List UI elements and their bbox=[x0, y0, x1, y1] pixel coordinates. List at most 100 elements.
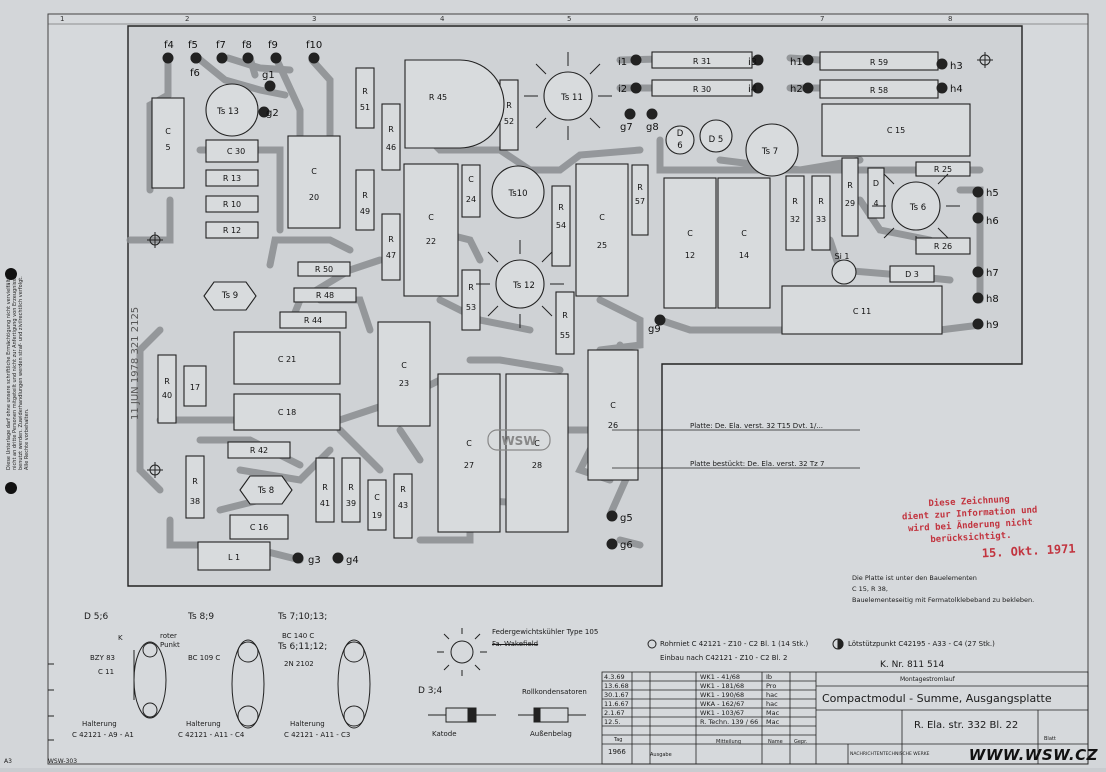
svg-text:51: 51 bbox=[360, 103, 370, 112]
drawing-number: R. Ela. str. 332 Bl. 22 bbox=[914, 720, 1019, 731]
connector-pad bbox=[752, 54, 764, 66]
svg-text:R 25: R 25 bbox=[934, 165, 952, 174]
connector-label: f6 bbox=[190, 68, 200, 79]
svg-text:R 42: R 42 bbox=[250, 446, 268, 455]
col-name: Name bbox=[768, 739, 783, 745]
col-tag: Tag bbox=[614, 737, 623, 743]
title-block-grid bbox=[601, 671, 1089, 765]
svg-text:Si 1: Si 1 bbox=[835, 252, 850, 261]
legend-aussenbelag: Außenbelag bbox=[530, 730, 572, 738]
legend-drawings bbox=[48, 628, 844, 741]
platte-line: Platte: De. Ela. verst. 32 T15 Dvt. 1/..… bbox=[690, 422, 824, 430]
svg-text:41: 41 bbox=[320, 499, 330, 508]
connector-pad bbox=[606, 538, 618, 550]
svg-text:19: 19 bbox=[372, 511, 382, 520]
svg-text:27: 27 bbox=[464, 461, 474, 470]
transistor-outlines bbox=[203, 71, 941, 505]
connector-pad bbox=[264, 80, 276, 92]
connector-pad bbox=[972, 318, 984, 330]
svg-text:R 31: R 31 bbox=[693, 57, 711, 66]
svg-text:Ts 13: Ts 13 bbox=[216, 107, 239, 117]
svg-text:25: 25 bbox=[597, 241, 607, 250]
connector-pad bbox=[292, 552, 304, 564]
column-number: 2 bbox=[185, 15, 189, 23]
svg-text:R: R bbox=[847, 181, 853, 190]
svg-text:C: C bbox=[401, 361, 407, 370]
connector-label: g4 bbox=[346, 555, 359, 566]
revision-by: Mac bbox=[766, 709, 780, 717]
wsw-watermark: WSW bbox=[501, 434, 536, 448]
legend-ts89-type: BC 109 C bbox=[188, 654, 221, 662]
svg-text:R 58: R 58 bbox=[870, 86, 888, 95]
connector-label: h2 bbox=[790, 84, 803, 95]
svg-text:R: R bbox=[400, 485, 406, 494]
svg-text:28: 28 bbox=[532, 461, 542, 470]
legend-d56-note2: Punkt bbox=[160, 641, 180, 649]
column-number: 6 bbox=[694, 15, 699, 23]
svg-text:D 5: D 5 bbox=[709, 135, 724, 145]
legend-rollkondensatoren: Rollkondensatoren bbox=[522, 688, 587, 696]
connector-pad bbox=[646, 108, 658, 120]
blatt-label: Blatt bbox=[1044, 736, 1056, 742]
column-number: 5 bbox=[567, 15, 571, 23]
form-code: WSW-303 bbox=[48, 758, 78, 765]
column-number: 8 bbox=[948, 15, 952, 23]
revision-text: R. Techn. 139 / 66 bbox=[700, 718, 759, 726]
connector-label: h4 bbox=[950, 84, 963, 95]
connector-pad bbox=[606, 510, 618, 522]
svg-text:24: 24 bbox=[466, 195, 476, 204]
svg-text:29: 29 bbox=[845, 199, 855, 208]
legend-ts71013-type: BC 140 C bbox=[282, 632, 315, 640]
mounting-holes bbox=[147, 52, 993, 478]
svg-text:R 44: R 44 bbox=[304, 316, 322, 325]
svg-text:C 16: C 16 bbox=[250, 523, 268, 532]
connector-label: h5 bbox=[986, 188, 999, 199]
components bbox=[151, 51, 971, 571]
legend-ts71013-part: C 42121 - A11 - C3 bbox=[284, 731, 351, 739]
svg-text:47: 47 bbox=[386, 251, 396, 260]
mounting-note: Die Platte ist unter den Bauelementen C … bbox=[852, 573, 1034, 606]
drawing-title: Compactmodul - Summe, Ausgangsplatte bbox=[822, 692, 1052, 705]
svg-text:26: 26 bbox=[608, 421, 618, 430]
svg-text:Ts 9: Ts 9 bbox=[221, 291, 238, 301]
legend-cooler-type: Federgewichtskühler Type 105 bbox=[492, 628, 599, 636]
connector-pad bbox=[972, 186, 984, 198]
svg-text:R: R bbox=[558, 203, 564, 212]
svg-text:C 11: C 11 bbox=[853, 307, 871, 316]
svg-text:23: 23 bbox=[399, 379, 409, 388]
legend-ts61112-type: 2N 2102 bbox=[284, 660, 314, 668]
svg-text:53: 53 bbox=[466, 303, 476, 312]
svg-text:C 21: C 21 bbox=[278, 355, 296, 364]
legend-ts71013-halterung: Halterung bbox=[290, 720, 325, 728]
title-block-header: Montagestromlauf bbox=[900, 676, 955, 683]
copyright-notice: Diese Unterlage darf ohne unsere schrift… bbox=[6, 271, 30, 470]
revision-text: WK1 - 190/68 bbox=[700, 691, 745, 699]
connector-label: g3 bbox=[308, 555, 321, 566]
revision-text: WK1 - 41/68 bbox=[700, 673, 741, 681]
connector-label: h1 bbox=[790, 57, 803, 68]
heat-sink-rays bbox=[476, 52, 960, 328]
svg-text:12: 12 bbox=[685, 251, 695, 260]
connector-pad bbox=[242, 52, 254, 64]
svg-text:C: C bbox=[599, 213, 605, 222]
connector-pad bbox=[752, 82, 764, 94]
svg-text:Ts 6: Ts 6 bbox=[909, 203, 926, 213]
svg-text:5: 5 bbox=[165, 143, 170, 152]
connector-label: g9 bbox=[648, 324, 661, 335]
svg-text:C: C bbox=[311, 167, 317, 176]
svg-text:C 18: C 18 bbox=[278, 408, 296, 417]
svg-text:R: R bbox=[818, 197, 824, 206]
site-url[interactable]: WWW.WSW.CZ bbox=[968, 746, 1098, 764]
connector-label: g6 bbox=[620, 540, 633, 551]
svg-text:R 12: R 12 bbox=[223, 226, 241, 235]
svg-text:R: R bbox=[164, 377, 170, 386]
svg-text:D: D bbox=[873, 179, 879, 188]
svg-text:17: 17 bbox=[190, 383, 200, 392]
revision-date: 12.5. bbox=[604, 718, 621, 726]
connector-label: h6 bbox=[986, 216, 999, 227]
component-designators: C5 C 30 R 13 R 10 R 12 C20 R51 R46 R49 R… bbox=[162, 57, 952, 562]
svg-text:R 59: R 59 bbox=[870, 58, 888, 67]
rotated-marking: 11 JUN 1978 321 2125 bbox=[130, 307, 141, 420]
